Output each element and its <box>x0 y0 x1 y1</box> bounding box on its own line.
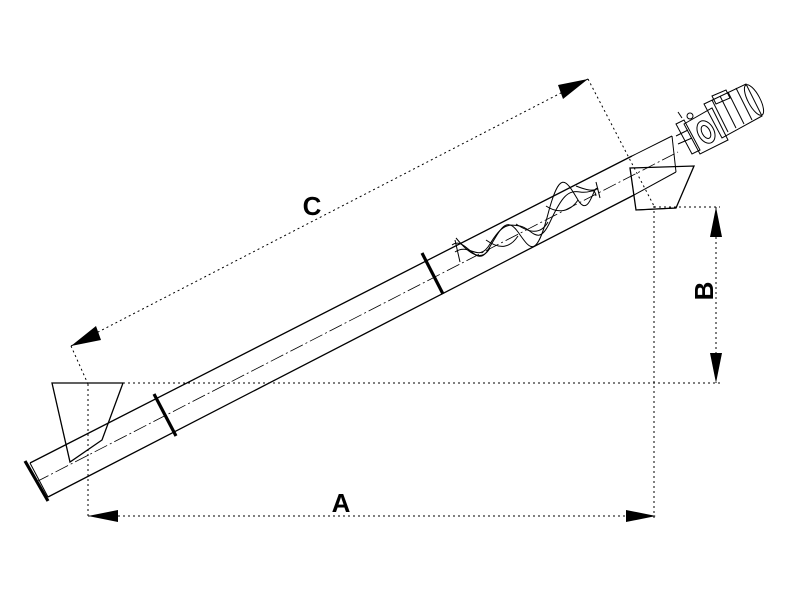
dimension-a: A <box>87 206 656 522</box>
conveyor-tube <box>29 135 677 498</box>
center-line <box>35 151 679 483</box>
tube-flanges <box>23 252 445 502</box>
drive-motor <box>675 83 765 155</box>
auger-screw <box>451 181 601 263</box>
dimension-c: C <box>70 78 655 385</box>
dimension-b-label: B <box>689 282 719 301</box>
dimension-c-label: C <box>303 191 322 221</box>
dimension-b: B <box>88 206 722 384</box>
dimension-a-label: A <box>332 488 351 518</box>
outlet-hopper <box>629 165 695 211</box>
